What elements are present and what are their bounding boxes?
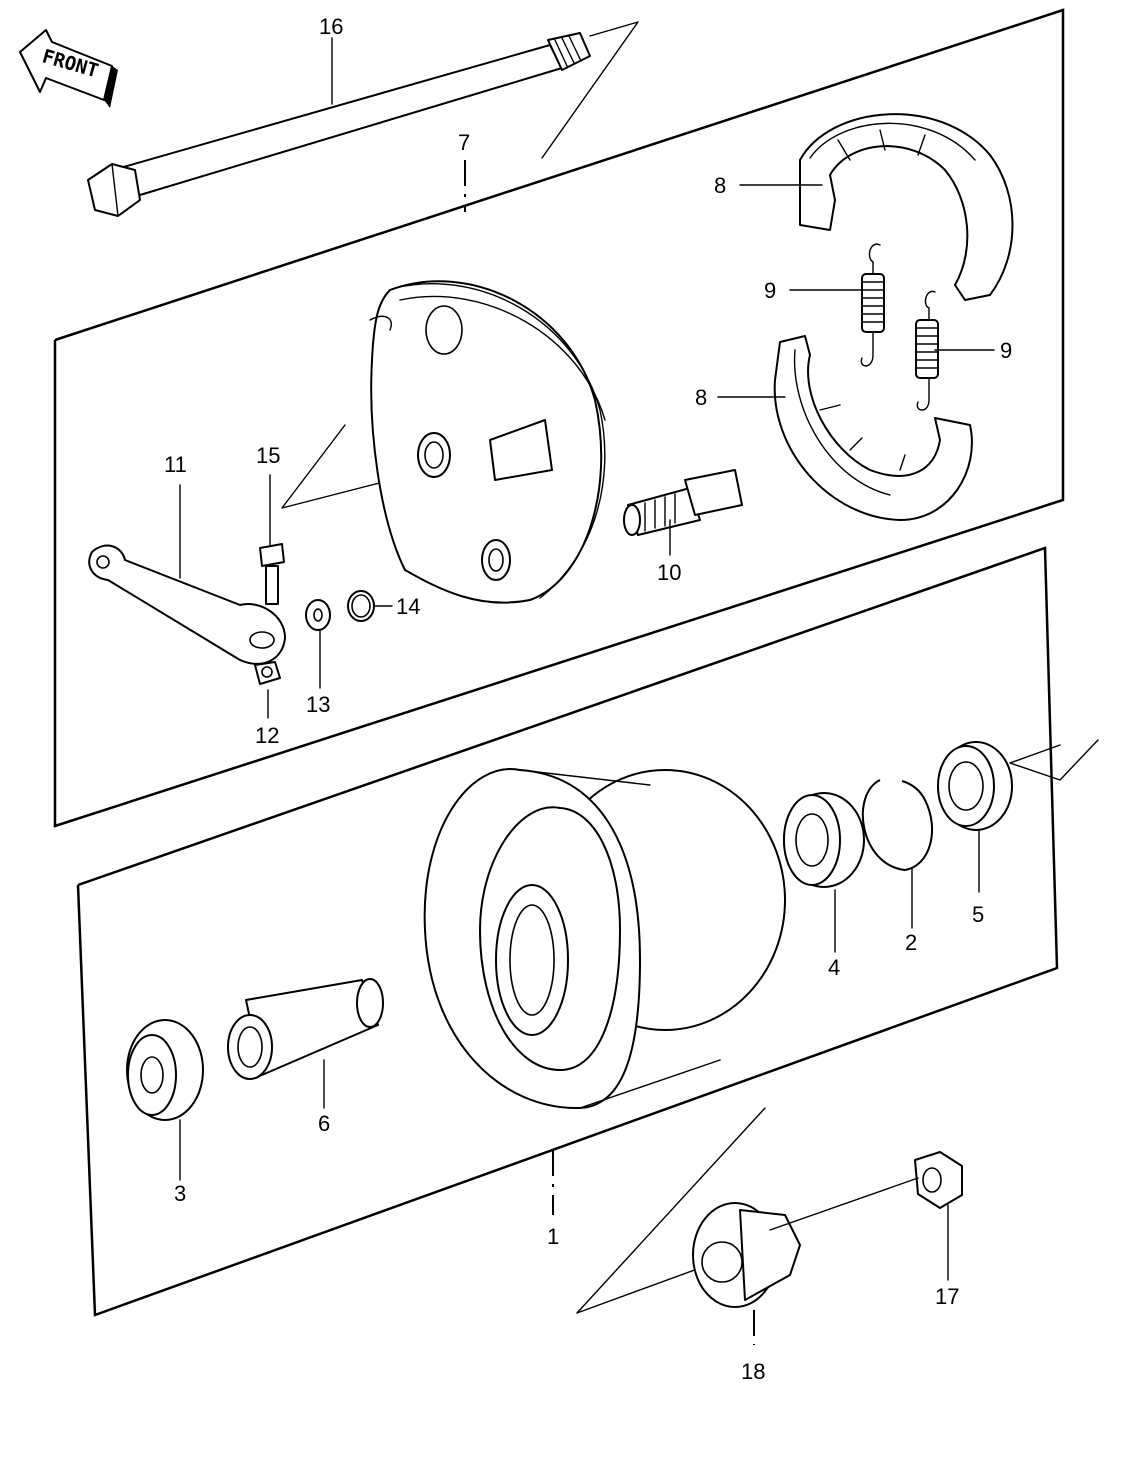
wedge-right-hub	[1009, 739, 1099, 781]
callout-17: 17	[935, 1284, 959, 1309]
brake-shoe-8-upper	[799, 113, 1014, 301]
wedge-bottom	[576, 1107, 766, 1314]
bolt-15	[259, 543, 285, 605]
axle-16	[87, 32, 591, 217]
callout-4: 4	[828, 955, 840, 980]
callout-7: 7	[458, 130, 470, 155]
circlip-2	[861, 779, 934, 871]
leader-lines	[179, 37, 995, 1281]
callout-8-upper: 8	[714, 173, 726, 198]
cam-lever-11	[88, 544, 286, 665]
callout-11: 11	[164, 452, 187, 477]
callout-15: 15	[256, 443, 280, 468]
callout-3: 3	[174, 1181, 186, 1206]
callout-16: 16	[319, 14, 343, 39]
brake-panel-7	[369, 280, 606, 604]
lower-assembly-panel	[76, 546, 1059, 1317]
callout-9-right: 9	[1000, 338, 1012, 363]
callout-1: 1	[547, 1224, 559, 1249]
callout-12: 12	[255, 723, 279, 748]
spacer-6	[227, 978, 384, 1080]
callout-8-lower: 8	[695, 385, 707, 410]
wheel-hub-1	[423, 768, 786, 1110]
callout-13: 13	[306, 692, 330, 717]
oil-seal-5	[937, 741, 1013, 831]
callout-9-left: 9	[764, 278, 776, 303]
front-direction-sign: FRONT	[19, 29, 118, 108]
axle-wedge-top	[541, 21, 639, 159]
brake-cam-10	[623, 469, 743, 536]
nut-12	[254, 661, 281, 685]
spring-9-right	[915, 290, 939, 411]
bearing-3	[126, 1019, 204, 1121]
callout-5: 5	[972, 902, 984, 927]
bearing-4	[783, 792, 865, 888]
callout-labels: 16 7 8 9 9 8 11 15 10 14 13 12 4 2 5 6 3…	[164, 14, 1012, 1384]
brake-shoe-8-lower	[773, 335, 973, 521]
callout-14: 14	[396, 594, 420, 619]
collar-18	[692, 1202, 801, 1308]
callout-6: 6	[318, 1111, 330, 1136]
callout-18: 18	[741, 1359, 765, 1384]
axle-nut-17	[914, 1151, 963, 1209]
upper-assembly-panel	[53, 8, 1065, 828]
callout-10: 10	[657, 560, 681, 585]
spring-9-left	[860, 243, 885, 367]
callout-2: 2	[905, 930, 917, 955]
